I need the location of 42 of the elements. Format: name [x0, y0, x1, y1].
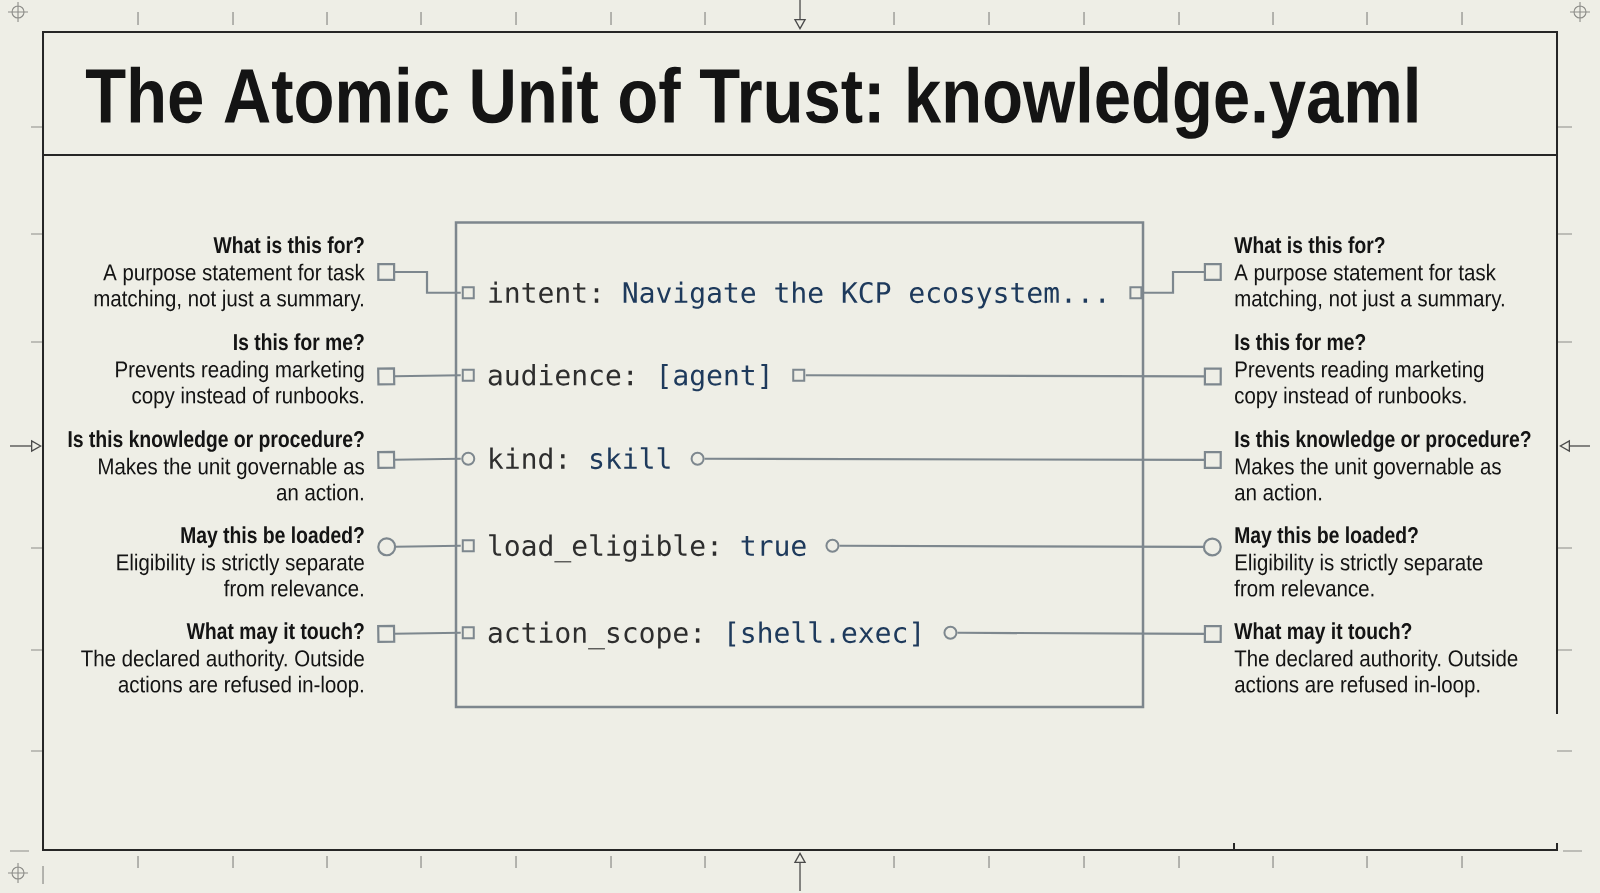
leader-line: [377, 537, 461, 557]
leader-line: [377, 450, 461, 469]
description: Eligibility is strictly separate from relevance.: [1234, 553, 1483, 597]
question-heading: Is this knowledge or procedure?: [1235, 430, 1531, 452]
title: The Atomic Unit of Trust: knowledge.yaml: [85, 66, 1417, 139]
description: Makes the unit governable as an action.: [1235, 457, 1501, 501]
yaml-key: kind:: [490, 447, 565, 470]
leader-line: [377, 624, 461, 643]
description: Eligibility is strictly separate from relevance.: [117, 553, 364, 597]
description: Prevents reading marketing copy instead of runbooks.: [1235, 360, 1484, 409]
question-heading: May this be loaded?: [181, 526, 364, 548]
leader-line: [704, 450, 1222, 469]
yaml-value: skill: [591, 447, 670, 470]
yaml-key: load_eligible:: [489, 534, 717, 563]
leader-line: [1142, 263, 1222, 294]
code-panel: [454, 221, 1145, 709]
yaml-key: audience:: [488, 364, 632, 386]
question-heading: Is this for me?: [234, 333, 364, 351]
description: Prevents reading marketing copy instead of runbooks.: [116, 360, 364, 409]
description: The declared authority. Outside actions are refused in-loop.: [81, 649, 364, 698]
leader-line: [839, 537, 1222, 557]
yaml-value: [shell.exec]: [729, 621, 919, 647]
leader-line: [377, 263, 461, 294]
description: The declared authority. Outside actions are refused in-loop.: [1234, 649, 1518, 698]
yaml-value: [agent]: [661, 364, 768, 392]
question-heading: What is this for?: [213, 236, 364, 254]
question-heading: May this be loaded?: [1235, 526, 1418, 548]
yaml-key: intent:: [489, 281, 599, 304]
question-heading: Is this for me?: [1235, 333, 1366, 351]
leader-line: [805, 367, 1222, 386]
description: Makes the unit governable as an action.: [99, 457, 364, 501]
leader-line: [377, 367, 461, 386]
yaml-key: action_scope:: [488, 621, 700, 650]
question-heading: What may it touch?: [1234, 622, 1412, 644]
leader-line: [957, 624, 1222, 643]
yaml-value: Navigate the KCP ecosystem...: [623, 281, 1104, 309]
question-heading: What is this for?: [1234, 236, 1385, 254]
yaml-value: true: [741, 536, 806, 557]
question-heading: What may it touch?: [186, 622, 364, 644]
question-heading: Is this knowledge or procedure?: [68, 430, 364, 452]
description: A purpose statement for task matching, not just a summary.: [94, 263, 365, 312]
description: A purpose statement for task matching, not just a summary.: [1234, 263, 1504, 312]
